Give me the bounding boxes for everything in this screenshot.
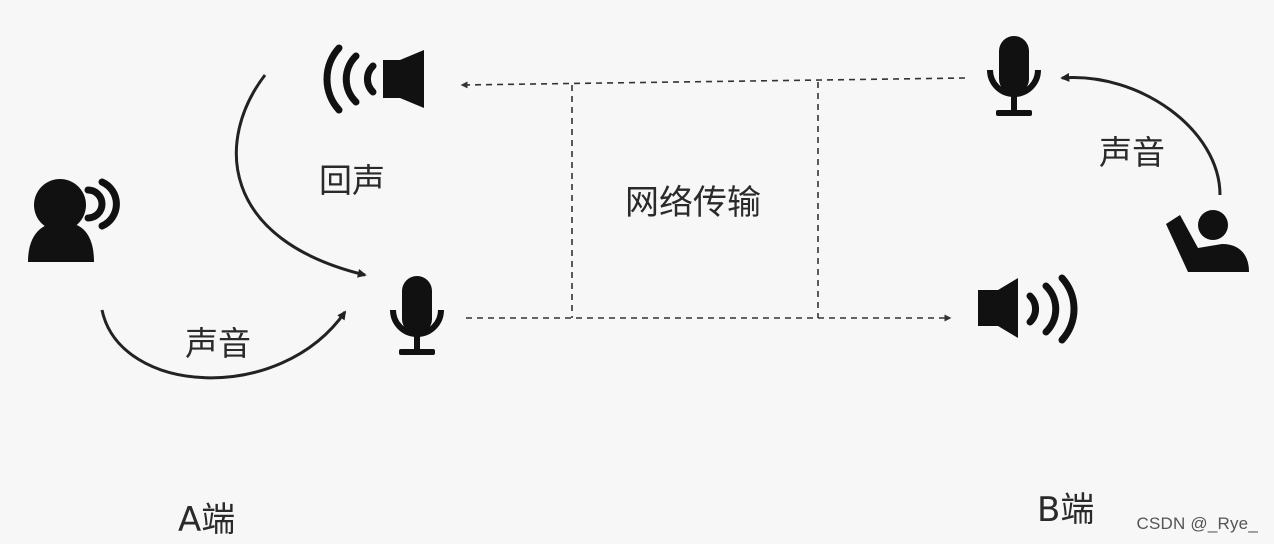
side-a-label: A端: [178, 500, 236, 540]
network-box: [571, 82, 819, 318]
network-label: 网络传输: [625, 183, 761, 223]
person-waving-icon: [1166, 210, 1249, 272]
sound-label-b: 声音: [1099, 133, 1165, 172]
speaker-icon: [323, 44, 424, 114]
microphone-icon: [390, 276, 444, 355]
speaker-icon: [978, 274, 1078, 344]
person-speaking-icon: [28, 178, 120, 262]
network-flow-to-speaker-a: [460, 77, 966, 89]
echo-arrow: [234, 74, 367, 278]
side-b-label: B端: [1037, 490, 1095, 530]
watermark: CSDN @_Rye_: [1136, 514, 1258, 533]
sound-label-a: 声音: [185, 324, 251, 363]
echo-label: 回声: [319, 161, 385, 200]
sound-arrow-b: [1060, 72, 1222, 196]
microphone-icon: [987, 36, 1041, 116]
sound-arrow-a: [100, 309, 347, 380]
